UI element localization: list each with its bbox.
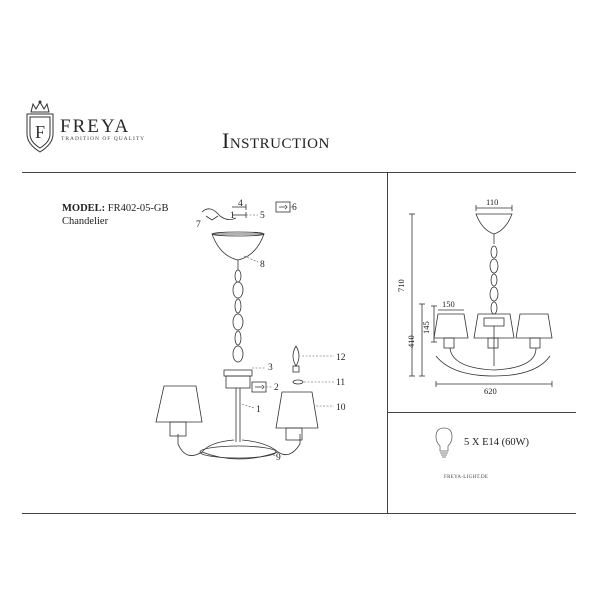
dimension-drawing: 110 710 410 145 150 620 (396, 197, 553, 396)
part-label-7: 7 (196, 220, 201, 230)
part-label-11: 11 (336, 378, 345, 388)
page-title: Instruction (222, 128, 330, 153)
dim-total-width: 620 (484, 386, 497, 396)
dim-shade-height: 145 (421, 321, 431, 334)
dim-top-width: 110 (486, 197, 498, 207)
part-label-8: 8 (260, 260, 265, 270)
part-label-2: 2 (274, 383, 279, 393)
site-url: FREYA-LIGHT.DE (444, 475, 489, 480)
assembly-diagram: 4 5 6 7 8 3 2 1 9 10 11 12 1 (155, 199, 346, 463)
brand-tagline: Tradition of quality (61, 136, 146, 142)
dim-body-height: 410 (406, 335, 416, 348)
content-frame (22, 172, 576, 514)
brand-logo-icon: F (26, 100, 54, 153)
model-line: MODEL: FR402-05-GB (62, 203, 168, 214)
bulb-icon (435, 427, 453, 458)
product-type: Chandelier (62, 216, 109, 227)
part-label-9: 9 (276, 453, 281, 463)
dim-shade-width: 150 (442, 299, 455, 309)
dim-total-height: 710 (396, 279, 406, 292)
part-label-1-top: 1 (230, 211, 235, 221)
part-label-6: 6 (292, 203, 297, 213)
part-label-5: 5 (260, 211, 265, 221)
part-label-10: 10 (336, 403, 346, 413)
monogram-letter: F (35, 122, 45, 142)
horizontal-divider (388, 412, 576, 413)
part-label-1: 1 (256, 405, 261, 415)
crown-logo-icon (30, 100, 50, 113)
bulb-spec: 5 X E14 (60W) (464, 437, 530, 448)
part-label-4: 4 (238, 199, 243, 209)
monogram-shield-icon (26, 113, 54, 153)
model-code: FR402-05-GB (107, 203, 169, 214)
brand-name: FREYA (60, 116, 131, 137)
model-label: MODEL: (62, 203, 106, 214)
vertical-divider (387, 172, 388, 513)
part-label-3: 3 (268, 363, 273, 373)
part-label-12: 12 (336, 353, 346, 363)
